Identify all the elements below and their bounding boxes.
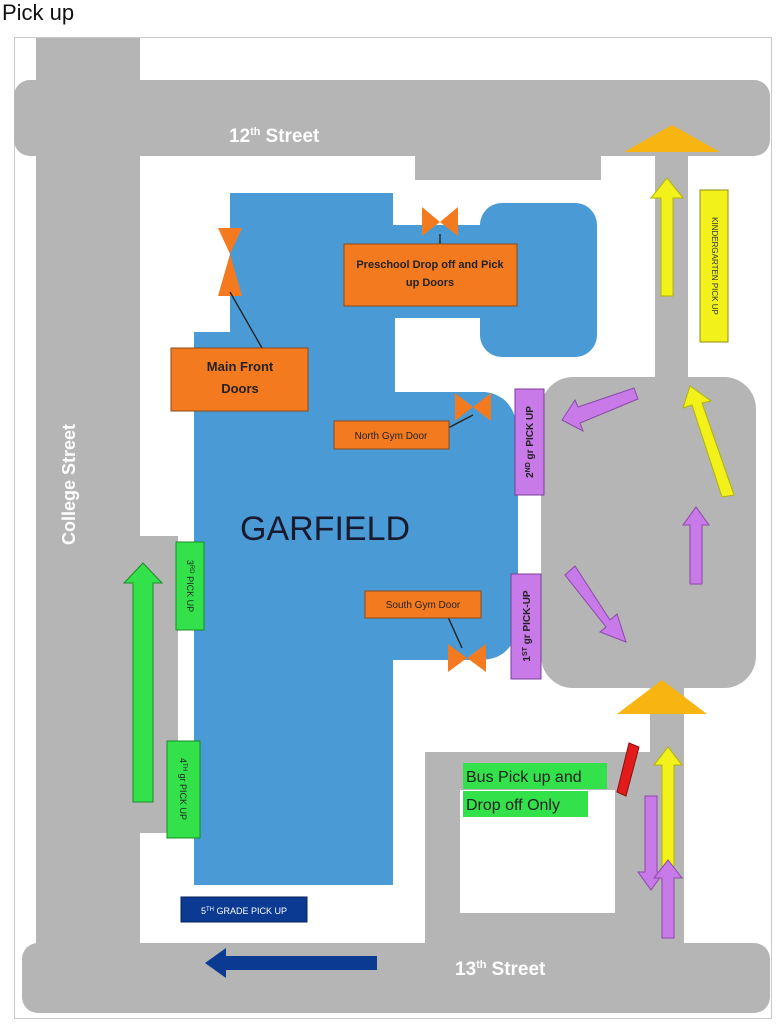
main-front-door-label-2: Doors bbox=[221, 381, 259, 396]
fourth-grade-pickup-label: 4TH gr PICK UP bbox=[178, 758, 188, 820]
preschool-door-marker bbox=[422, 207, 458, 236]
north-gym-door-marker bbox=[455, 393, 491, 421]
street-label-college: College Street bbox=[59, 424, 79, 545]
road-12th-street bbox=[14, 80, 770, 156]
purple-arrow-roundabout-north bbox=[561, 387, 639, 433]
third-grade-pickup-label: 3RD PICK UP bbox=[185, 560, 195, 612]
bus-label-line-1: Bus Pick up and bbox=[466, 769, 582, 786]
bus-label-line-2: Drop off Only bbox=[466, 797, 560, 814]
purple-arrow-roundabout-southwest bbox=[564, 565, 627, 643]
bus-label-bg-2 bbox=[463, 791, 588, 817]
second-grade-pickup-box bbox=[514, 388, 545, 496]
door-label-boxes: Preschool Drop off and Pick up Doors Mai… bbox=[170, 243, 518, 619]
first-grade-pickup-label: 1ST gr PICK-UP bbox=[522, 590, 533, 662]
purple-arrow-south-down bbox=[637, 795, 665, 891]
first-grade-pickup-box bbox=[510, 573, 542, 680]
preschool-door-label-2: up Doors bbox=[406, 277, 454, 289]
main-front-door-label-1: Main Front bbox=[207, 359, 274, 374]
preschool-door-label-1: Preschool Drop off and Pick bbox=[356, 259, 504, 271]
north-gym-door-box bbox=[333, 420, 450, 450]
main-front-connector bbox=[229, 291, 263, 349]
roads bbox=[14, 38, 770, 1013]
fourth-grade-pickup-box bbox=[166, 740, 201, 839]
navy-arrow-13th-street bbox=[205, 948, 377, 978]
building-preschool-wing bbox=[480, 203, 597, 357]
yellow-arrow-north-driveway bbox=[649, 177, 685, 297]
second-grade-pickup-label: 2ND gr PICK UP bbox=[525, 406, 536, 478]
purple-arrow-south-up bbox=[652, 859, 684, 939]
kindergarten-pickup-label: KINDERGARTEN PICK UP bbox=[710, 217, 719, 315]
yellow-arrows bbox=[649, 177, 735, 876]
road-13th-street bbox=[22, 943, 770, 1013]
south-entry-triangle bbox=[617, 680, 707, 714]
building-label: GARFIELD bbox=[240, 510, 410, 548]
fifth-grade-pickup-label: 5TH GRADE PICK UP bbox=[201, 906, 287, 916]
road-12th-street-notch bbox=[415, 150, 601, 180]
north-gym-door-label: North Gym Door bbox=[355, 431, 428, 442]
purple-arrows bbox=[561, 387, 710, 939]
third-grade-pickup-box bbox=[175, 541, 205, 631]
green-arrow-west-lane bbox=[122, 562, 164, 803]
purple-arrow-roundabout-east bbox=[682, 506, 710, 585]
kindergarten-pickup-box bbox=[699, 189, 729, 343]
road-college-street bbox=[36, 38, 140, 998]
page-title: Pick up bbox=[2, 0, 75, 25]
south-gym-door-label: South Gym Door bbox=[386, 600, 461, 611]
south-gym-door-marker bbox=[448, 644, 486, 672]
red-bus-marker bbox=[616, 742, 640, 797]
south-gym-connector bbox=[447, 616, 463, 649]
fifth-grade-pickup-box bbox=[180, 896, 308, 923]
yellow-arrow-roundabout-east bbox=[682, 385, 735, 498]
yellow-arrow-south-driveway bbox=[652, 746, 684, 876]
bus-label-bg-1 bbox=[463, 763, 607, 789]
main-front-door-marker bbox=[218, 228, 242, 296]
north-exit-triangle bbox=[624, 125, 720, 152]
door-connectors bbox=[229, 234, 474, 649]
north-gym-connector bbox=[447, 414, 474, 429]
main-front-door-box bbox=[170, 347, 309, 412]
preschool-door-box bbox=[343, 243, 518, 307]
door-markers bbox=[218, 207, 491, 672]
south-gym-door-box bbox=[364, 590, 482, 619]
